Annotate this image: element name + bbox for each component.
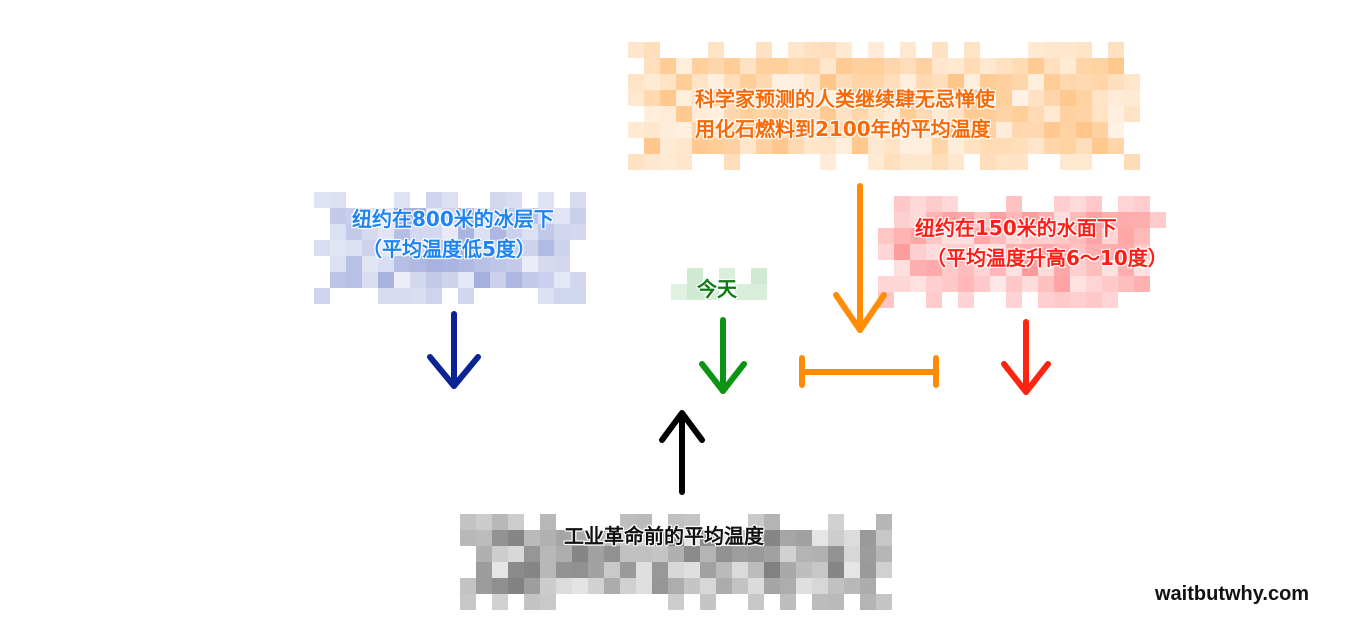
hot-label-pixel-backdrop [878, 196, 1166, 308]
ice-age-arrow-icon [427, 311, 481, 389]
forecast-range-bracket [799, 355, 939, 388]
preindustrial-label-text: 工业革命前的平均温度 [564, 524, 764, 548]
hot-future-label-line2: （平均温度升高6～10度） [926, 246, 1168, 270]
hot-future-label: 纽约在150米的水面下 （平均温度升高6～10度） [915, 213, 1168, 273]
today-label-text: 今天 [697, 277, 737, 301]
forecast-label-pixel-backdrop [628, 42, 1140, 170]
preindustrial-arrow-icon [659, 410, 705, 495]
site-credit: waitbutwhy.com [1155, 583, 1310, 605]
forecast-label-line2: 用化石燃料到2100年的平均温度 [695, 117, 991, 141]
ice-age-label: 纽约在800米的冰层下 （平均温度低5度） [352, 204, 554, 264]
forecast-arrow-icon [833, 183, 887, 333]
ice-age-label-line2: （平均温度低5度） [362, 237, 536, 261]
forecast-label-line1: 科学家预测的人类继续肆无忌惮使 [695, 87, 995, 111]
ice-label-pixel-backdrop [314, 192, 586, 304]
hot-future-label-line1: 纽约在150米的水面下 [915, 216, 1117, 240]
preindustrial-label: 工业革命前的平均温度 [564, 521, 764, 551]
forecast-label: 科学家预测的人类继续肆无忌惮使 用化石燃料到2100年的平均温度 [695, 84, 995, 144]
today-label-pixel-backdrop [655, 268, 783, 300]
ice-age-label-line1: 纽约在800米的冰层下 [352, 207, 554, 231]
today-label: 今天 [697, 274, 737, 304]
preindustrial-label-pixel-backdrop [460, 514, 892, 610]
hot-future-arrow-icon [1001, 319, 1051, 395]
today-arrow-icon [699, 317, 747, 394]
